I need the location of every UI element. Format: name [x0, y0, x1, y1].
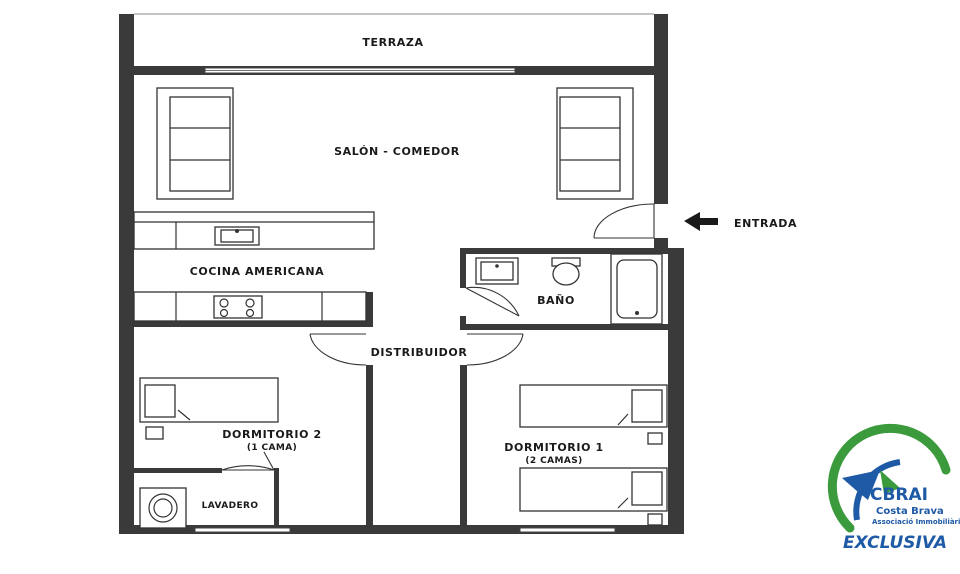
kitchen-counter-top — [133, 211, 375, 250]
bottom-windows — [194, 527, 616, 533]
door-bedroom2 — [309, 333, 367, 366]
room-label-dormitorio1: DORMITORIO 1 — [504, 441, 603, 454]
bed-2-bedroom1 — [519, 467, 668, 526]
kitchen-counter-bottom — [133, 291, 367, 322]
room-sublabel-dormitorio2: (1 CAMA) — [247, 443, 297, 453]
terrace-window — [134, 13, 654, 74]
room-label-distribuidor: DISTRIBUIDOR — [371, 346, 468, 359]
bed-bedroom2 — [139, 377, 279, 440]
logo-subtitle: Associació Immobiliària — [872, 518, 960, 526]
logo-brand: CBRAI — [870, 485, 928, 505]
sofa-right — [556, 87, 634, 200]
interior-walls — [134, 248, 668, 525]
logo-tag: EXCLUSIVA — [843, 533, 947, 553]
sofa-left — [156, 87, 234, 200]
room-label-bano: BAÑO — [537, 294, 575, 307]
room-label-salon: SALÓN - COMEDOR — [334, 145, 460, 158]
room-label-dormitorio2: DORMITORIO 2 — [222, 428, 321, 441]
logo-region: Costa Brava — [876, 506, 944, 517]
door-bedroom1 — [466, 333, 524, 366]
bed-1-bedroom1 — [519, 384, 668, 445]
entrance-label: ENTRADA — [734, 217, 797, 230]
entrance-door — [593, 203, 655, 239]
lavadero-fixtures — [139, 451, 275, 529]
bathroom-fixtures — [475, 253, 663, 325]
bathroom-door — [465, 286, 520, 317]
room-sublabel-dormitorio1: (2 CAMAS) — [525, 456, 582, 466]
room-label-terraza: TERRAZA — [362, 36, 423, 49]
room-label-lavadero: LAVADERO — [202, 501, 259, 511]
arrow-left-icon — [684, 212, 718, 231]
room-label-cocina: COCINA AMERICANA — [190, 265, 325, 278]
cbrai-logo: CBRAI Costa Brava Associació Immobiliàri… — [827, 423, 960, 553]
